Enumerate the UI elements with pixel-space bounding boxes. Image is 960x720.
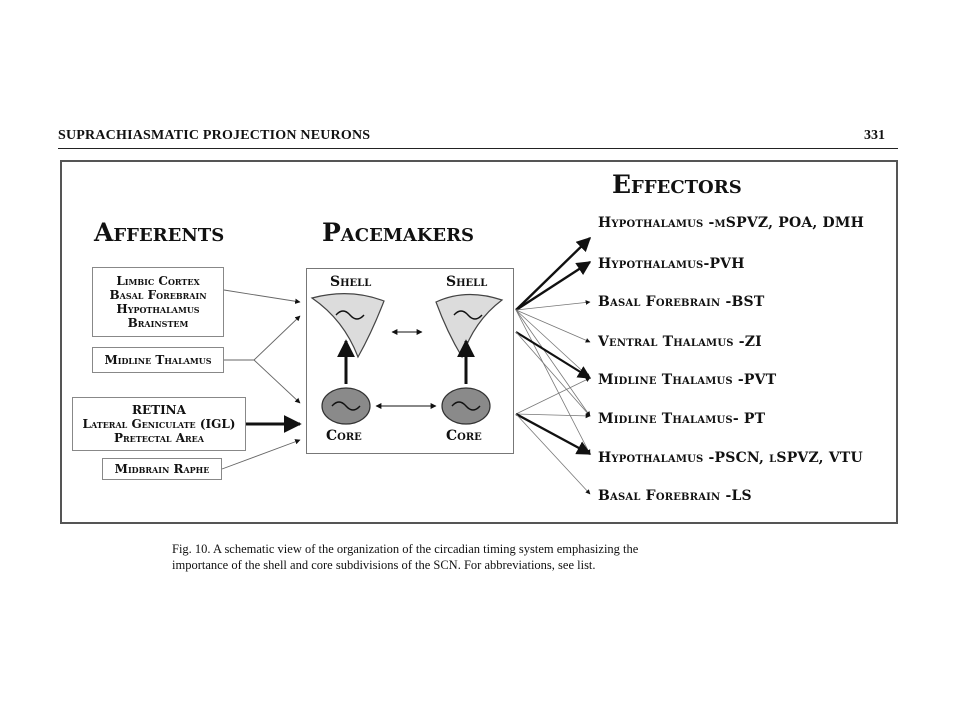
effector-arrow: [515, 260, 592, 312]
effector-arrow: [515, 413, 591, 419]
core-left-shape: [321, 387, 371, 425]
effector-label: Hypothalamus -PSCN, lSPVZ, VTU: [598, 450, 863, 466]
effector-arrow: [515, 413, 591, 495]
afferent-arrow: [253, 359, 301, 404]
effector-arrow: [515, 377, 591, 415]
wave-icon: [451, 401, 481, 411]
header-rule: [58, 148, 898, 149]
effector-arrow: [515, 300, 591, 311]
effector-label: Hypothalamus -mSPVZ, POA, DMH: [598, 215, 865, 231]
afferents-title: Afferents: [94, 218, 225, 247]
shell-left-shape: [310, 293, 385, 359]
core-left-label: Core: [326, 428, 362, 444]
effector-arrow: [515, 309, 591, 343]
caption-line: Fig. 10. A schematic view of the organiz…: [172, 542, 639, 556]
effector-label: Hypothalamus-PVH: [598, 256, 745, 272]
core-right-shape: [441, 387, 491, 425]
shell-right-label: Shell: [446, 274, 488, 290]
shell-left-label: Shell: [330, 274, 372, 290]
effector-arrow: [515, 309, 591, 455]
afferent-arrow: [223, 289, 301, 304]
afferent-line: Hypothalamus: [116, 302, 200, 316]
afferent-line: RETINA: [132, 403, 186, 417]
afferent-box-retina: RETINA Lateral Geniculate (IGL) Pretecta…: [72, 397, 246, 451]
figure-caption: Fig. 10. A schematic view of the organiz…: [172, 541, 812, 573]
effector-arrow: [515, 331, 592, 379]
afferent-line: Midline Thalamus: [104, 353, 212, 367]
page-number: 331: [864, 128, 885, 143]
figure-frame: [60, 160, 898, 524]
effectors-title: Effectors: [612, 170, 742, 199]
effector-arrow: [515, 412, 592, 456]
effector-arrow: [515, 236, 592, 311]
wave-icon: [335, 310, 365, 320]
afferent-box-midline-thalamus: Midline Thalamus: [92, 347, 224, 373]
shell-right-shape: [435, 293, 504, 359]
effector-label: Basal Forebrain -LS: [598, 488, 752, 504]
afferent-line: Basal Forebrain: [109, 288, 207, 302]
core-right-label: Core: [446, 428, 482, 444]
pacemakers-title: Pacemakers: [322, 218, 475, 247]
afferent-line: Limbic Cortex: [116, 274, 200, 288]
effector-label: Midline Thalamus- PT: [598, 411, 766, 427]
afferent-line: Pretectal Area: [114, 431, 204, 445]
effector-arrow: [515, 309, 591, 417]
wave-icon: [331, 401, 361, 411]
afferent-box-midbrain-raphe: Midbrain Raphe: [102, 458, 222, 480]
effector-arrow: [515, 331, 591, 417]
afferent-line: Midbrain Raphe: [114, 462, 210, 476]
caption-line: importance of the shell and core subdivi…: [172, 558, 596, 572]
afferent-arrow: [253, 315, 301, 361]
afferent-box-limbic: Limbic Cortex Basal Forebrain Hypothalam…: [92, 267, 224, 337]
effector-label: Ventral Thalamus -ZI: [598, 334, 762, 350]
running-head: SUPRACHIASMATIC PROJECTION NEURONS: [58, 128, 371, 143]
afferent-line: Brainstem: [127, 316, 189, 330]
afferent-line: Lateral Geniculate (IGL): [82, 417, 236, 431]
afferent-arrow: [221, 439, 301, 470]
wave-icon: [453, 310, 483, 320]
effector-label: Basal Forebrain -BST: [598, 294, 765, 310]
effector-label: Midline Thalamus -PVT: [598, 372, 777, 388]
